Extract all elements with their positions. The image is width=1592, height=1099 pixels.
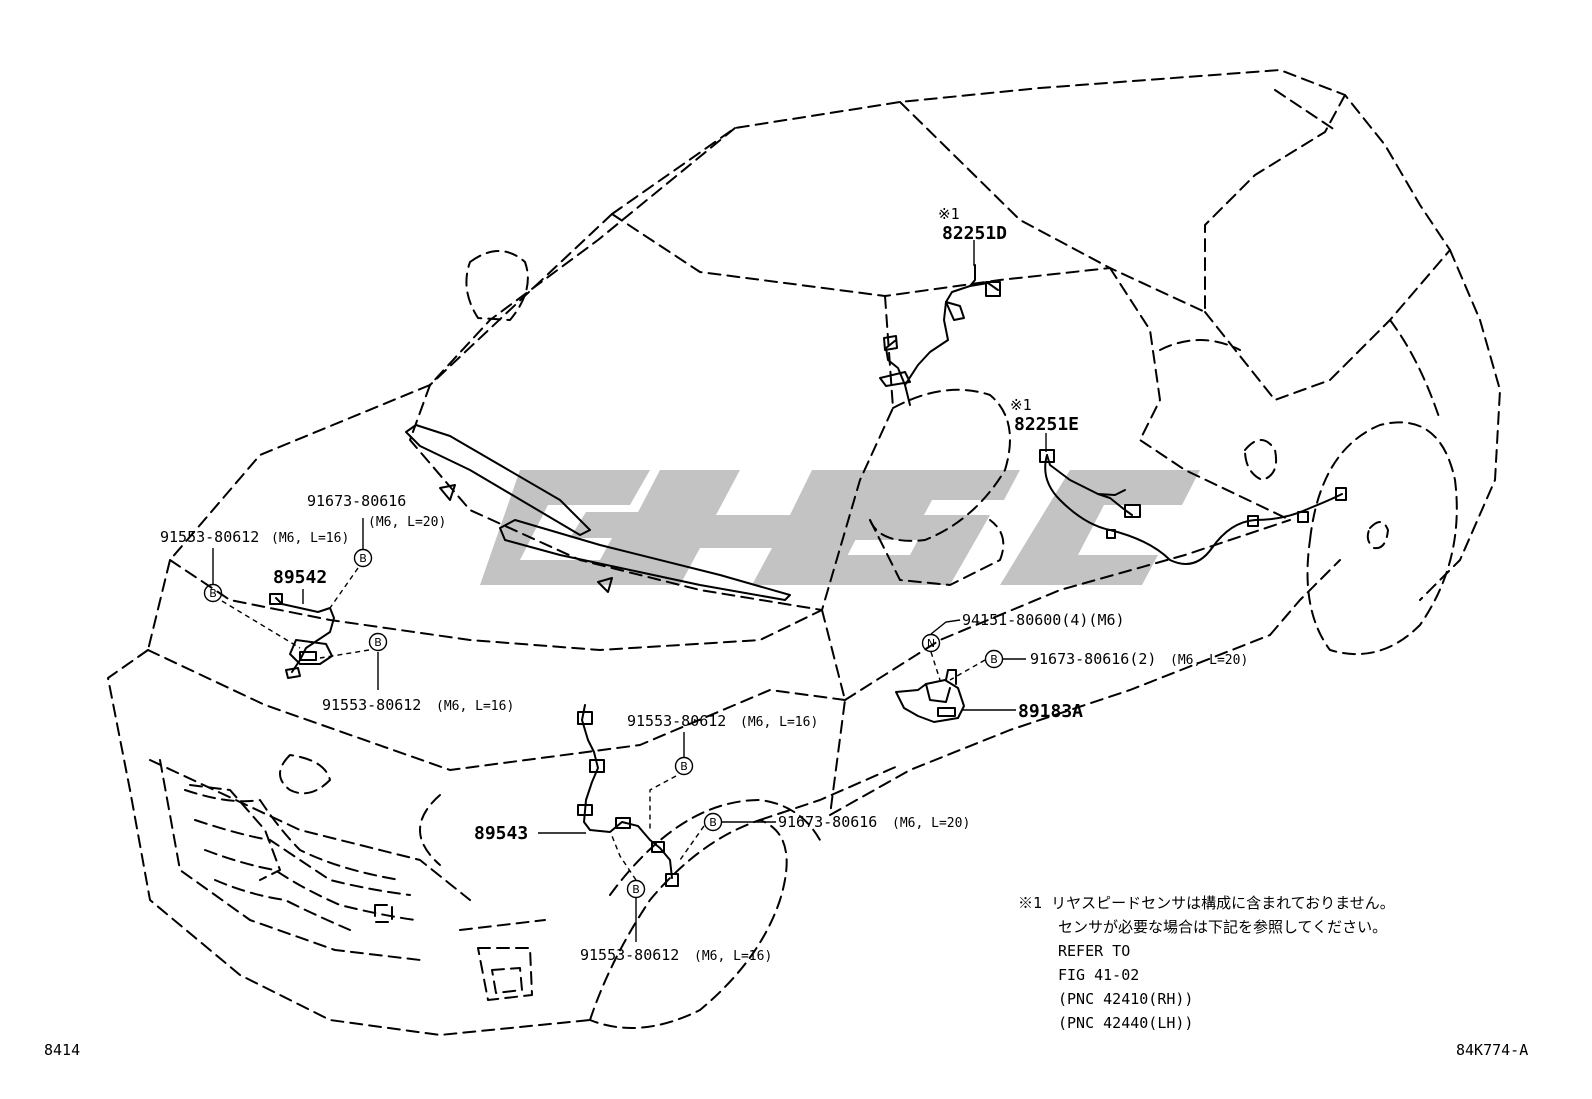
bolt-badge: B — [353, 548, 373, 568]
part-89542-label: 89542 — [273, 567, 327, 588]
part-callouts: ※1 82251D ※1 82251E 91553-80612 (M6, L=1… — [160, 205, 1248, 964]
bolt-label: 91553-80612 — [322, 696, 421, 714]
bolt-spec-label: (M6, L=20) — [1170, 653, 1248, 668]
svg-text:B: B — [374, 636, 382, 649]
part-89183a-label: 89183A — [1018, 701, 1083, 722]
footnote-line: FIG 41-02 — [1058, 966, 1140, 984]
svg-text:B: B — [990, 653, 998, 666]
bolt-badge: B — [626, 879, 646, 899]
bolt-label: 91673-80616(2) — [1030, 650, 1156, 668]
bolt-badge: B — [674, 756, 694, 776]
bolt-spec-label: (M6, L=20) — [892, 816, 970, 831]
bolt-label: 91673-80616 — [778, 813, 877, 831]
footnote-line: REFER TO — [1058, 942, 1131, 960]
bolt-spec-label: (M6, L=16) — [436, 699, 514, 714]
bolt-spec-label: (M6, L=16) — [694, 949, 772, 964]
harness-82251e — [1039, 449, 1347, 565]
bolt-label: 91553-80612 — [627, 712, 726, 730]
svg-text:B: B — [209, 587, 217, 600]
svg-text:B: B — [709, 816, 717, 829]
footnote-line: センサが必要な場合は下記を参照してください。 — [1058, 918, 1388, 936]
footnote-mark: ※1 — [1018, 894, 1043, 912]
bolt-label: 91673-80616 — [307, 492, 406, 510]
bolt-label: 91553-80612 — [580, 946, 679, 964]
note-mark-82251e: ※1 — [1010, 396, 1032, 414]
bolt-spec-label: (M6, L=20) — [368, 515, 446, 530]
bolt-label: 91553-80612 — [160, 528, 259, 546]
bolt-spec-label: (M6, L=16) — [271, 531, 349, 546]
page-code-left: 8414 — [44, 1041, 81, 1059]
leader-lines — [212, 240, 1047, 942]
bolt-badge: B — [203, 583, 223, 603]
part-82251d-label: 82251D — [942, 223, 1007, 244]
bolt-badge: B — [984, 649, 1004, 669]
illustration-code: 84K774-A — [1456, 1041, 1529, 1059]
svg-text:B: B — [632, 883, 640, 896]
nut-label: 94151-80600(4)(M6) — [962, 611, 1125, 629]
footnote-line: ※1 リヤスピードセンサは構成に含まれておりません。 — [1018, 894, 1395, 912]
car-body-outline — [107, 69, 1501, 1036]
harness-82251d — [879, 264, 1001, 406]
harness-89543 — [577, 704, 679, 887]
footnote-line: (PNC 42440(LH)) — [1058, 1014, 1194, 1032]
svg-text:B: B — [680, 760, 688, 773]
nut-badge: N — [921, 633, 941, 653]
svg-text:N: N — [927, 637, 935, 650]
footnote-line: (PNC 42410(RH)) — [1058, 990, 1194, 1008]
note-mark-82251d: ※1 — [938, 205, 960, 223]
footnote: ※1 リヤスピードセンサは構成に含まれておりません。 センサが必要な場合は下記を… — [1018, 891, 1395, 1035]
harness-89542 — [269, 593, 335, 679]
fastener-badges: B B B B B B N B — [203, 548, 1004, 899]
watermark-logo — [480, 470, 1200, 585]
part-82251e-label: 82251E — [1014, 414, 1079, 435]
bolt-badge: B — [368, 632, 388, 652]
wiper-arms — [405, 424, 791, 601]
module-89183a — [895, 669, 965, 723]
bolt-spec-label: (M6, L=16) — [740, 715, 818, 730]
bolt-badge: B — [703, 812, 723, 832]
svg-text:B: B — [359, 552, 367, 565]
part-89543-label: 89543 — [474, 823, 528, 844]
